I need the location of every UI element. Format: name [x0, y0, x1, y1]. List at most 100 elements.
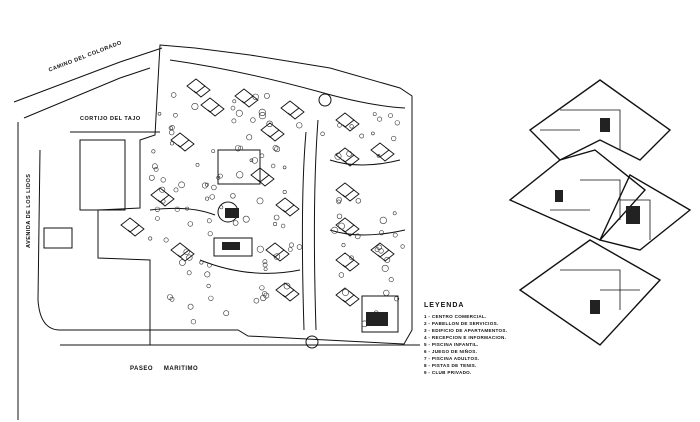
tree [159, 186, 166, 193]
tree [148, 174, 155, 181]
tree [171, 92, 177, 98]
tree [208, 295, 214, 301]
legend-item: 7 - PISCINA ADULTOS. [424, 356, 480, 361]
camino-road-edge [23, 67, 151, 119]
tree [359, 133, 365, 139]
tree [280, 223, 286, 229]
tree [163, 237, 169, 243]
tree [259, 285, 265, 291]
plan-wall-1 [560, 109, 621, 150]
tree [154, 206, 160, 212]
apartment-cluster [335, 252, 360, 272]
tree [199, 260, 204, 265]
tree [288, 242, 294, 248]
apartment-cluster [150, 187, 175, 207]
tree [256, 245, 264, 253]
tree [262, 259, 268, 265]
tree [383, 289, 390, 297]
tree [207, 262, 212, 268]
tree [377, 116, 383, 122]
legend-item: 2 - PABELLON DE SERVICIOS. [424, 321, 499, 326]
tree [169, 296, 175, 302]
legend-title: LEYENDA [424, 302, 465, 309]
tree [204, 271, 211, 278]
tree [272, 144, 279, 151]
tree [174, 206, 180, 212]
tree [205, 196, 210, 201]
tree [173, 113, 178, 118]
tree [169, 129, 175, 136]
tree [259, 153, 265, 158]
tree [178, 181, 185, 189]
roundabout [305, 335, 319, 349]
legend-item: 5 - PISCINA INFANTIL. [424, 342, 479, 347]
legend-item: 6 - JUEGO DE NIÑOS. [424, 349, 478, 354]
tree [230, 105, 236, 111]
apartment-cluster [335, 182, 360, 202]
apartment-cluster [335, 147, 360, 167]
tree [392, 232, 398, 238]
tree [287, 247, 293, 252]
tree [187, 303, 194, 310]
tree [252, 93, 259, 101]
tree [341, 243, 346, 248]
tree [190, 319, 196, 325]
tree [204, 182, 209, 187]
tree [371, 131, 375, 136]
tree [374, 247, 380, 252]
upper-unit [528, 79, 672, 161]
central-boulevard-east [313, 119, 319, 331]
tree [236, 171, 244, 179]
tree [379, 216, 387, 224]
tree [170, 141, 175, 146]
tree [384, 256, 391, 263]
tree [334, 152, 342, 160]
apartment-cluster [170, 132, 195, 152]
lower-unit [518, 239, 662, 346]
tree [185, 206, 190, 211]
tree [179, 259, 186, 266]
tree [238, 145, 243, 151]
apartment-cluster [200, 97, 225, 117]
plan-shade-1 [600, 118, 610, 132]
tree [381, 264, 389, 272]
tree [251, 157, 259, 164]
tree [336, 213, 343, 220]
plan-shade-2 [590, 300, 600, 314]
tree [266, 120, 273, 128]
tree [195, 162, 200, 167]
apartment-cluster [335, 287, 360, 307]
tree [273, 214, 280, 221]
apartment-cluster [120, 217, 145, 237]
tree [155, 216, 160, 221]
apartment-cluster [275, 282, 300, 302]
legend-item: 3 - EDIFICIO DE APARTAMENTOS. [424, 328, 508, 333]
plan-shade-3 [555, 190, 563, 202]
tree [388, 277, 394, 283]
tree [262, 262, 268, 268]
tree [392, 211, 397, 216]
tree [256, 197, 264, 205]
apartment-cluster [370, 142, 395, 162]
tree [161, 199, 166, 204]
tree [151, 149, 156, 154]
tree [206, 283, 211, 289]
camino-road [13, 47, 163, 103]
tree [331, 226, 339, 234]
tree [250, 117, 256, 123]
middle-unit [508, 149, 647, 241]
tree [282, 190, 287, 195]
apartment-cluster [234, 88, 259, 108]
tree [206, 218, 212, 224]
tree [168, 126, 173, 131]
tree [153, 166, 159, 172]
tree [341, 288, 349, 296]
legend-item: 4 - RECEPCION E INFORMACION. [424, 335, 507, 340]
internal-path-2 [199, 259, 301, 274]
legend-item: 9 - CLUB PRIVADO. [424, 370, 472, 375]
apartment-cluster [280, 100, 305, 120]
tree [246, 134, 253, 141]
tree [148, 236, 153, 241]
tree [235, 109, 243, 117]
